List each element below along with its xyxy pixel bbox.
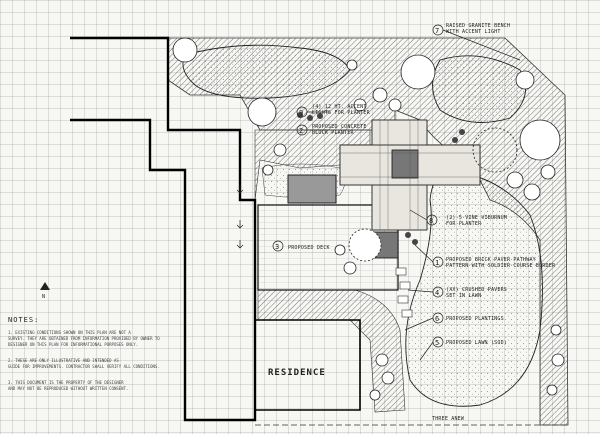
notes-block: NOTES: 1. EXISTING CONDITIONS SHOWN ON T… — [8, 316, 160, 391]
callout-1-line1: PROPOSED BRICK PAVER PATHWAY — [446, 257, 536, 263]
callout-4-line1: (XX) CRUSHED PAVERS — [446, 287, 507, 293]
callout-2-line2: BLOCK PLANTER — [312, 130, 355, 136]
note-3-b: AND MAY NOT BE REPRODUCED WITHOUT WRITTE… — [8, 386, 128, 391]
callout-8-line2: FOR PLANTER — [446, 221, 482, 227]
callout-2-num: 2 — [299, 127, 303, 135]
callout-5-num: 5 — [435, 339, 439, 347]
north-label: N — [42, 294, 45, 300]
callout-1-num: 1 — [435, 259, 439, 267]
residence-title: RESIDENCE — [268, 368, 326, 378]
callout-3-num: 3 — [275, 243, 279, 251]
callout-2-line1: PROPOSED CONCRETE — [312, 124, 367, 130]
callout-6-line1: PROPOSED PLANTINGS — [446, 316, 504, 322]
shrub-masses — [297, 112, 465, 245]
callout-4-num: 4 — [435, 289, 439, 297]
stepping-pavers — [395, 267, 413, 318]
callout-9-line2: LIGHTS FOR PLANTER — [312, 110, 371, 116]
north-arrow: N — [40, 282, 50, 300]
lawn-areas — [182, 44, 543, 407]
callout-6-num: 6 — [435, 315, 439, 323]
callout-9-line1: (4) 12 HT. ACCENT — [312, 104, 367, 110]
section-markers — [236, 185, 244, 249]
callout-5-line1: PROPOSED LAWN (SOD) — [446, 340, 507, 346]
callout-8-num: 8 — [429, 217, 433, 225]
trees — [172, 37, 565, 401]
scale-label: THREE ANEW — [432, 416, 465, 422]
callout-7-num: 7 — [435, 27, 439, 35]
callouts: 9 (4) 12 HT. ACCENT LIGHTS FOR PLANTER 2… — [268, 23, 556, 422]
note-2-a: 2. THESE ARE ONLY ILLUSTRATIVE AND INTEN… — [8, 358, 119, 363]
note-1-a: 1. EXISTING CONDITIONS SHOWN ON THIS PLA… — [8, 330, 131, 335]
notes-title: NOTES: — [8, 316, 39, 324]
note-1-c: DESIGNER ON THIS PLAN FOR INFORMATIONAL … — [8, 342, 138, 347]
callout-9-num: 9 — [299, 109, 303, 117]
callout-markers — [272, 24, 521, 361]
callout-7-line2: WITH ACCENT LIGHT — [446, 29, 501, 35]
paver-pathway — [287, 119, 481, 259]
callout-3-line1: PROPOSED DECK — [288, 245, 330, 251]
residence-outline — [70, 36, 361, 422]
callout-1-line2: PATTERN WITH SOLDIER COURSE BORDER — [446, 263, 556, 269]
callout-4-line2: SET IN LAWN — [446, 293, 481, 299]
callout-7-line1: RAISED GRANITE BENCH — [446, 23, 510, 29]
note-3-a: 3. THIS DOCUMENT IS THE PROPERTY OF THE … — [8, 380, 124, 385]
callout-8-line1: (2) 5 VINE VIBURNUM — [446, 215, 507, 221]
note-1-b: SURVEY. THEY ARE OBTAINED FROM INFORMATI… — [8, 336, 160, 341]
note-2-b: GUIDE FOR IMPROVEMENTS. CONTRACTOR SHALL… — [8, 364, 160, 369]
